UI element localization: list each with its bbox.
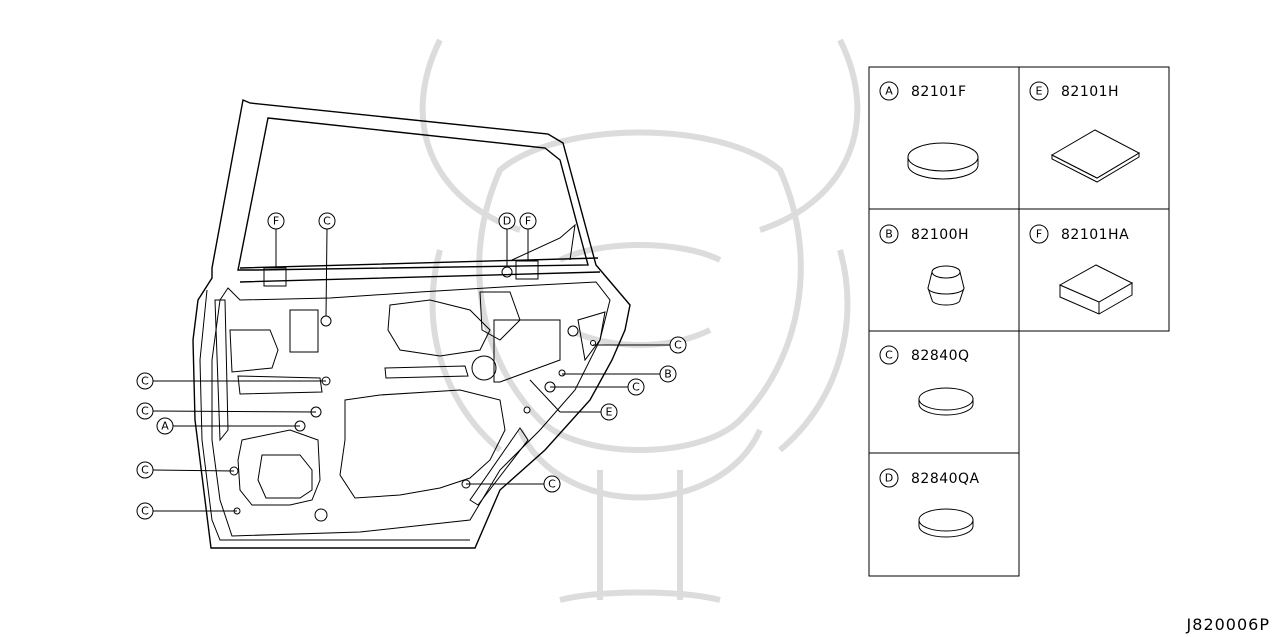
legend-letter: E xyxy=(1036,85,1043,98)
part-number: 82840Q xyxy=(911,348,970,364)
callout-a-1: A xyxy=(156,417,174,435)
legend-letter: F xyxy=(1036,228,1042,241)
legend-cell-b: B 82100H xyxy=(879,224,969,306)
callout-c-7: C xyxy=(136,502,154,520)
callout-d-1: D xyxy=(498,212,516,230)
callout-letter: C xyxy=(141,505,149,518)
callout-c-5: C xyxy=(136,402,154,420)
tall-round-plug-icon xyxy=(927,265,965,306)
round-flat-plug-small-icon xyxy=(918,508,974,538)
callout-letter: D xyxy=(503,215,511,228)
callout-letter: C xyxy=(632,381,640,394)
callout-letter: C xyxy=(323,215,331,228)
part-number: 82101HA xyxy=(1061,227,1129,243)
square-thick-pad-icon xyxy=(1058,264,1134,315)
legend-cell-d: D 82840QA xyxy=(879,468,980,538)
square-flat-pad-icon xyxy=(1050,129,1141,183)
round-flat-plug-small-icon xyxy=(918,387,974,416)
watermark-emblem xyxy=(419,38,861,603)
legend-letter: C xyxy=(885,349,893,362)
part-number: 82101H xyxy=(1061,84,1119,100)
rear-door-outline xyxy=(192,99,631,549)
callout-letter: C xyxy=(548,478,556,491)
callout-f-1: F xyxy=(267,212,285,230)
callout-letter: A xyxy=(161,420,169,433)
callout-c-2: C xyxy=(669,336,687,354)
callout-f-2: F xyxy=(519,212,537,230)
part-number: 82101F xyxy=(911,84,967,100)
callout-e-1: E xyxy=(600,403,618,421)
legend-cell-a: A 82101F xyxy=(879,81,979,180)
diagram-code: J820006P xyxy=(1186,615,1270,634)
callout-b-1: B xyxy=(659,365,677,383)
legend-cell-f: F 82101HA xyxy=(1029,224,1134,315)
callout-letter: C xyxy=(674,339,682,352)
callout-c-4: C xyxy=(136,372,154,390)
callout-letter: B xyxy=(664,368,672,381)
parts-legend-table: A 82101F E 82101H B 82100H xyxy=(868,66,1170,577)
callout-letter: E xyxy=(606,406,613,419)
legend-letter: D xyxy=(885,472,893,485)
legend-letter: B xyxy=(885,228,893,241)
part-number: 82100H xyxy=(911,227,969,243)
callout-letter: F xyxy=(525,215,531,228)
round-flat-plug-icon xyxy=(907,142,979,180)
callout-c-3: C xyxy=(627,378,645,396)
callout-letter: F xyxy=(273,215,279,228)
callout-c-1: C xyxy=(318,212,336,230)
callout-letter: C xyxy=(141,464,149,477)
legend-cell-e: E 82101H xyxy=(1029,81,1141,183)
leader-lines xyxy=(152,228,670,512)
callout-c-6: C xyxy=(136,461,154,479)
part-number: 82840QA xyxy=(911,471,980,487)
callout-letter: C xyxy=(141,375,149,388)
legend-letter: A xyxy=(885,85,893,98)
legend-cell-c: C 82840Q xyxy=(879,345,974,416)
callout-c-8: C xyxy=(543,475,561,493)
callout-letter: C xyxy=(141,405,149,418)
